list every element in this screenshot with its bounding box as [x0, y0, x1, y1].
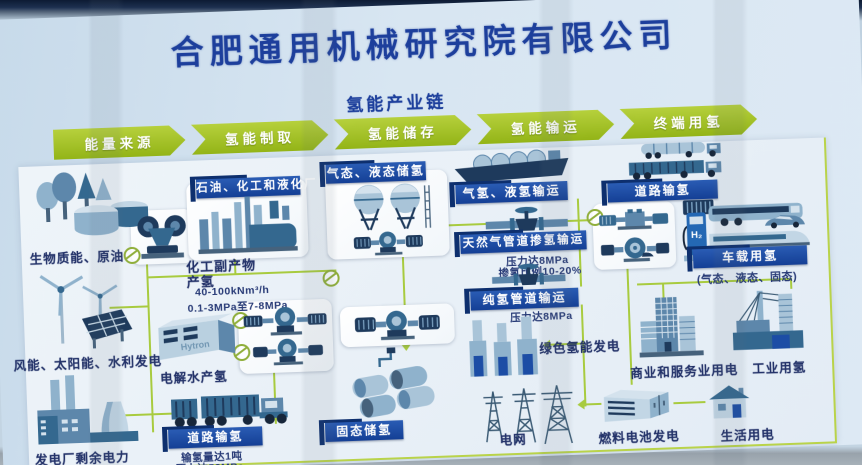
car-icon	[763, 212, 808, 230]
v-compressor-icon	[132, 211, 192, 263]
power-station-chimneys-icon	[464, 316, 542, 379]
electrolyzer-icon: Hytron	[154, 311, 240, 368]
refinery-icon	[191, 193, 306, 259]
ship-icon	[452, 149, 571, 185]
commercial-buildings-icon	[638, 294, 708, 360]
page-title: 合肥通用机械研究院有限公司	[170, 15, 679, 72]
fuel-cell-label: 燃料电池发电	[598, 429, 680, 446]
solid-storage-cylinders-icon	[345, 346, 446, 422]
stage-arrow-transport: 氢能输运	[477, 109, 615, 144]
fuel-cell-container-icon	[599, 383, 674, 424]
commercial-label: 商业和服务业用电	[630, 362, 739, 381]
power-plant-icon	[30, 373, 145, 449]
h-compressor-icon	[242, 302, 329, 337]
hydrogen-truck-icon	[169, 387, 298, 432]
industry-label: 工业用氢	[751, 360, 807, 377]
electrolysis-label: 电解水产氢	[159, 369, 228, 387]
wind-solar-icon	[24, 265, 142, 353]
pipeline-valve-icon	[482, 204, 571, 235]
bus-icon	[708, 200, 807, 228]
stage-arrow-production: 氢能制取	[191, 120, 329, 155]
stage-arrow-energy-source: 能量来源	[53, 125, 186, 160]
transmission-towers-icon	[471, 381, 575, 447]
biomass-label: 生物质能、原油	[29, 249, 125, 267]
pure-pipeline-badge: 纯氢管道输运	[470, 287, 579, 311]
spherical-tanks-icon	[335, 180, 441, 236]
h-compressor-icon	[344, 306, 451, 342]
pipeline-valve-icon	[490, 261, 567, 289]
plant-surplus-label: 发电厂剩余电力	[34, 450, 130, 465]
solid-storage-badge: 固态储氢	[324, 420, 404, 443]
grid-label: 电网	[499, 432, 527, 448]
residential-label: 生活用电	[720, 427, 775, 444]
industrial-plant-icon	[729, 286, 807, 357]
h-compressor-icon	[247, 334, 328, 367]
road-trucks-icon	[604, 138, 763, 186]
h-compressor-icon	[335, 228, 442, 258]
road-transport-badge: 道路输氢	[168, 426, 263, 449]
dispenser-h2-label: H₂	[691, 230, 703, 241]
stage-arrow-storage: 氢能储存	[334, 114, 472, 149]
green-power-label: 绿色氢能发电	[539, 339, 621, 357]
house-icon	[707, 382, 752, 421]
stage-arrow-end-use: 终端用氢	[620, 104, 758, 139]
electrolyzer-brand: Hytron	[180, 339, 210, 353]
station-pump-icon	[599, 231, 672, 266]
station-compressor-icon	[596, 205, 671, 234]
connector-arrowhead	[572, 399, 585, 410]
